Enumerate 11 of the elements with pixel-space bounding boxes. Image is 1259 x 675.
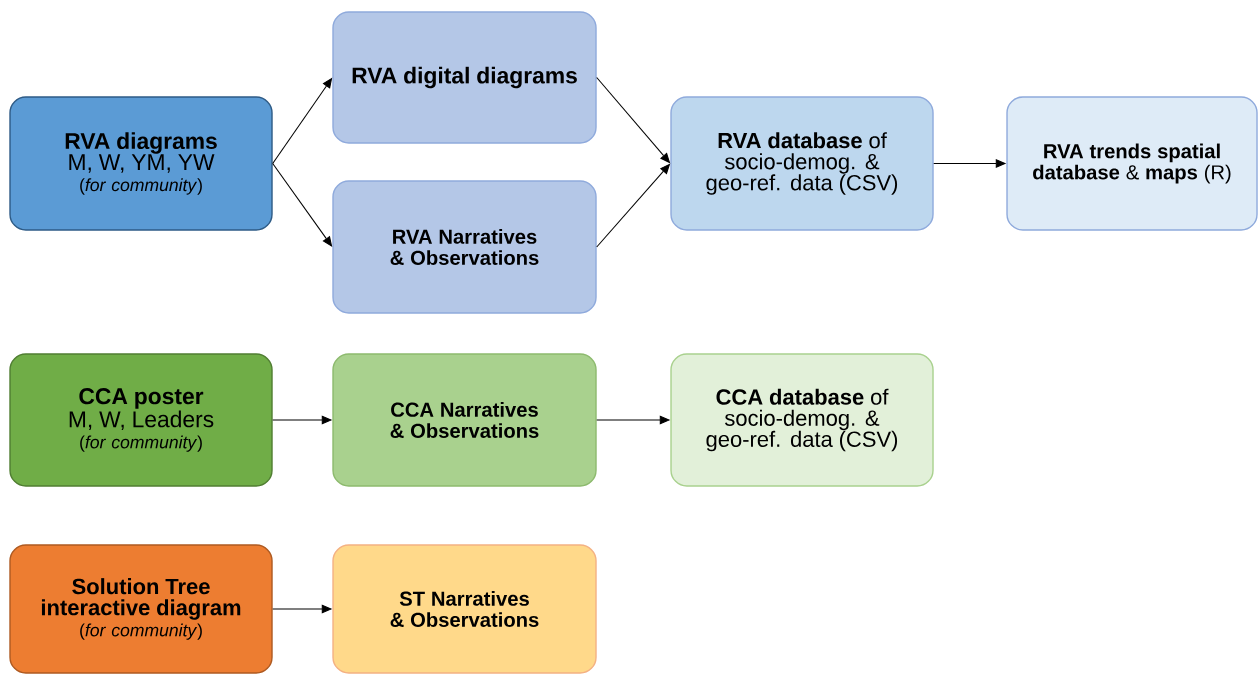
process-box: RVA digital diagrams — [332, 11, 597, 144]
process-box: RVA Narratives & Observations — [332, 180, 597, 314]
output-box: RVA trends spatial database & maps (R) — [1006, 96, 1258, 231]
database-box: RVA database of socio-demog. & geo-ref. data (CSV) — [670, 96, 934, 231]
process-box: CCA Narratives & Observations — [332, 353, 597, 487]
arrow — [272, 162, 333, 247]
source-box: CCA poster M, W, Leaders (for community) — [9, 353, 273, 487]
database-box: CCA database of socio-demog. & geo-ref. data (CSV) — [670, 353, 934, 487]
source-box: Solution Tree interactive diagram (for community) — [9, 544, 273, 674]
process-box: ST Narratives & Observations — [332, 544, 597, 674]
source-box: RVA diagrams M, W, YM, YW (for community) — [9, 96, 273, 231]
